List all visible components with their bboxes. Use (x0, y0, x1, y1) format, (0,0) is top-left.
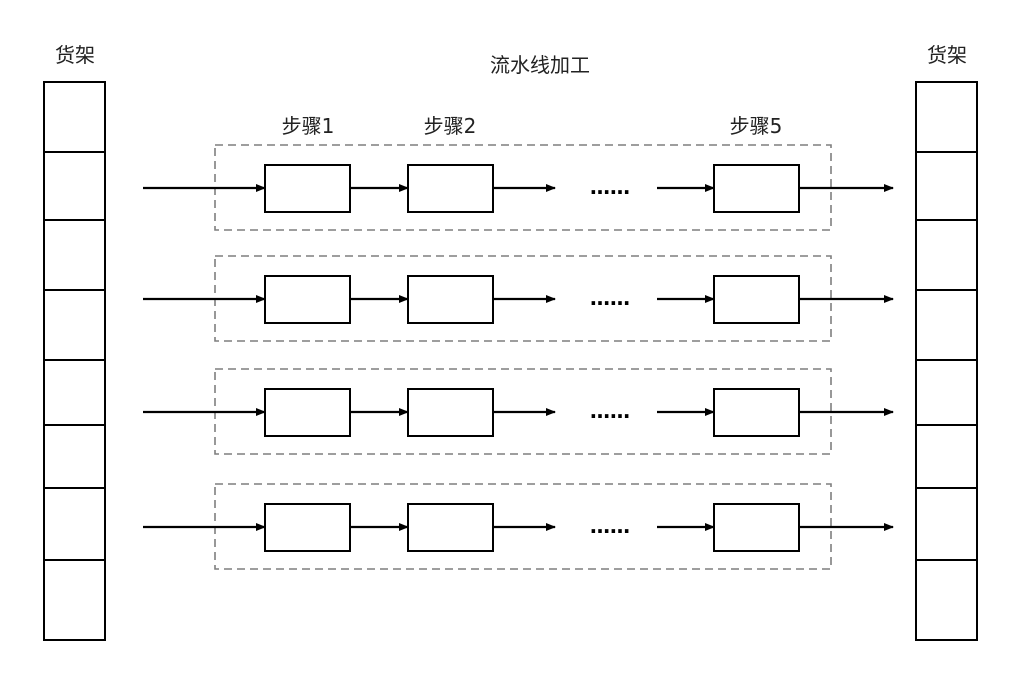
left-shelf-cell (43, 151, 106, 221)
step-box-2 (407, 503, 494, 552)
right-shelf-cell (915, 151, 978, 221)
step-box-1 (264, 275, 351, 324)
step-label-1: 步骤1 (282, 114, 335, 138)
pipelines: …… …… …… …… (143, 144, 894, 570)
step-box-5 (713, 503, 800, 552)
pipeline-4: …… (143, 483, 894, 570)
step-box-5 (713, 164, 800, 213)
pipeline-1: …… (143, 144, 894, 231)
diagram-title: 流水线加工 (490, 53, 590, 77)
step-box-2 (407, 164, 494, 213)
left-shelf-cell (43, 424, 106, 489)
right-shelf-cell (915, 424, 978, 489)
left-shelf-cell (43, 359, 106, 426)
ellipsis-dots: …… (590, 286, 630, 310)
right-shelf-cell (915, 81, 978, 153)
left-shelf-label: 货架 (55, 43, 95, 67)
right-shelf-cell (915, 289, 978, 361)
right-shelf-cell (915, 559, 978, 641)
step-box-1 (264, 503, 351, 552)
ellipsis-dots: …… (590, 399, 630, 423)
ellipsis-dots: …… (590, 514, 630, 538)
right-shelf-cell (915, 359, 978, 426)
left-shelf (43, 81, 106, 641)
step-box-5 (713, 275, 800, 324)
step-label-5: 步骤5 (730, 114, 783, 138)
left-shelf-cell (43, 487, 106, 561)
step-label-2: 步骤2 (424, 114, 477, 138)
step-box-5 (713, 388, 800, 437)
right-shelf-label: 货架 (927, 43, 967, 67)
right-shelf (915, 81, 978, 641)
step-box-2 (407, 275, 494, 324)
left-shelf-cell (43, 559, 106, 641)
step-box-1 (264, 388, 351, 437)
left-shelf-cell (43, 81, 106, 153)
step-box-1 (264, 164, 351, 213)
ellipsis-dots: …… (590, 175, 630, 199)
pipeline-3: …… (143, 368, 894, 455)
pipeline-2: …… (143, 255, 894, 342)
left-shelf-cell (43, 219, 106, 291)
left-shelf-cell (43, 289, 106, 361)
step-box-2 (407, 388, 494, 437)
right-shelf-cell (915, 487, 978, 561)
right-shelf-cell (915, 219, 978, 291)
